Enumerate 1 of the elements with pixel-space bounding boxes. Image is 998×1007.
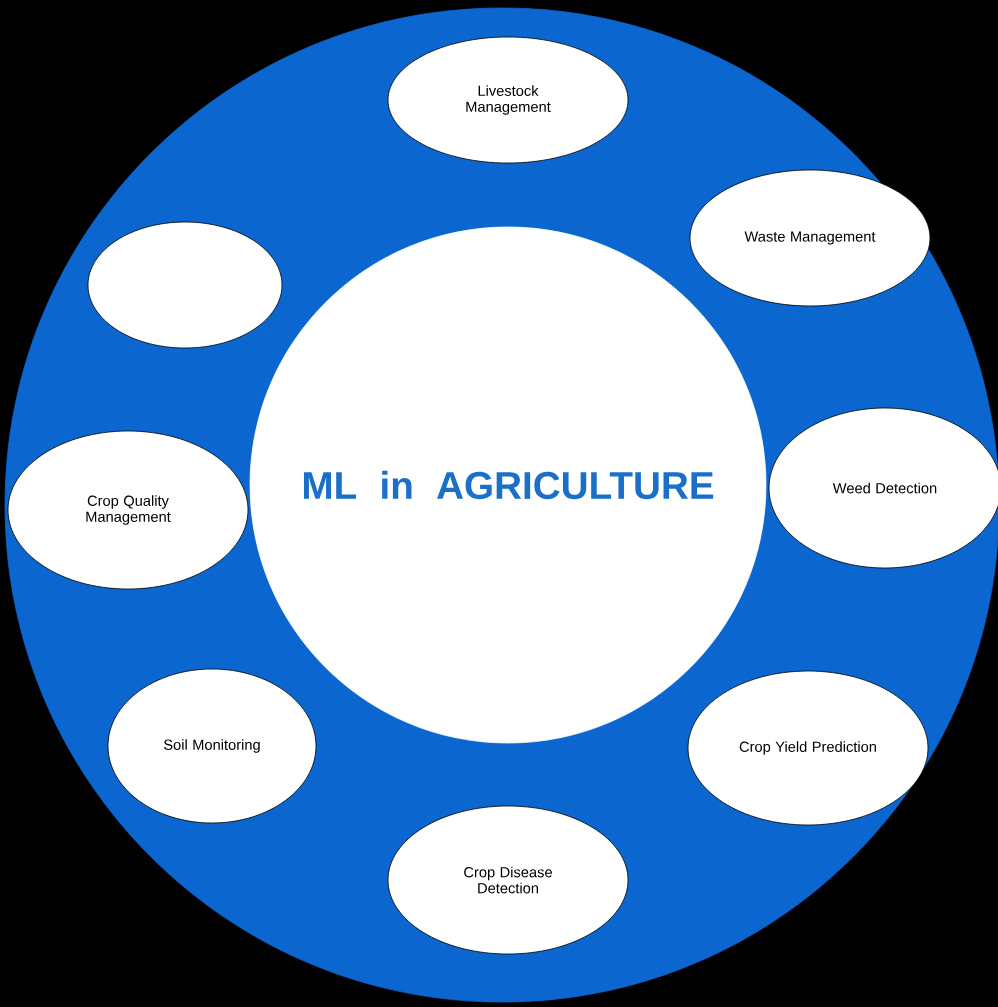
topic-ellipse bbox=[87, 221, 283, 349]
